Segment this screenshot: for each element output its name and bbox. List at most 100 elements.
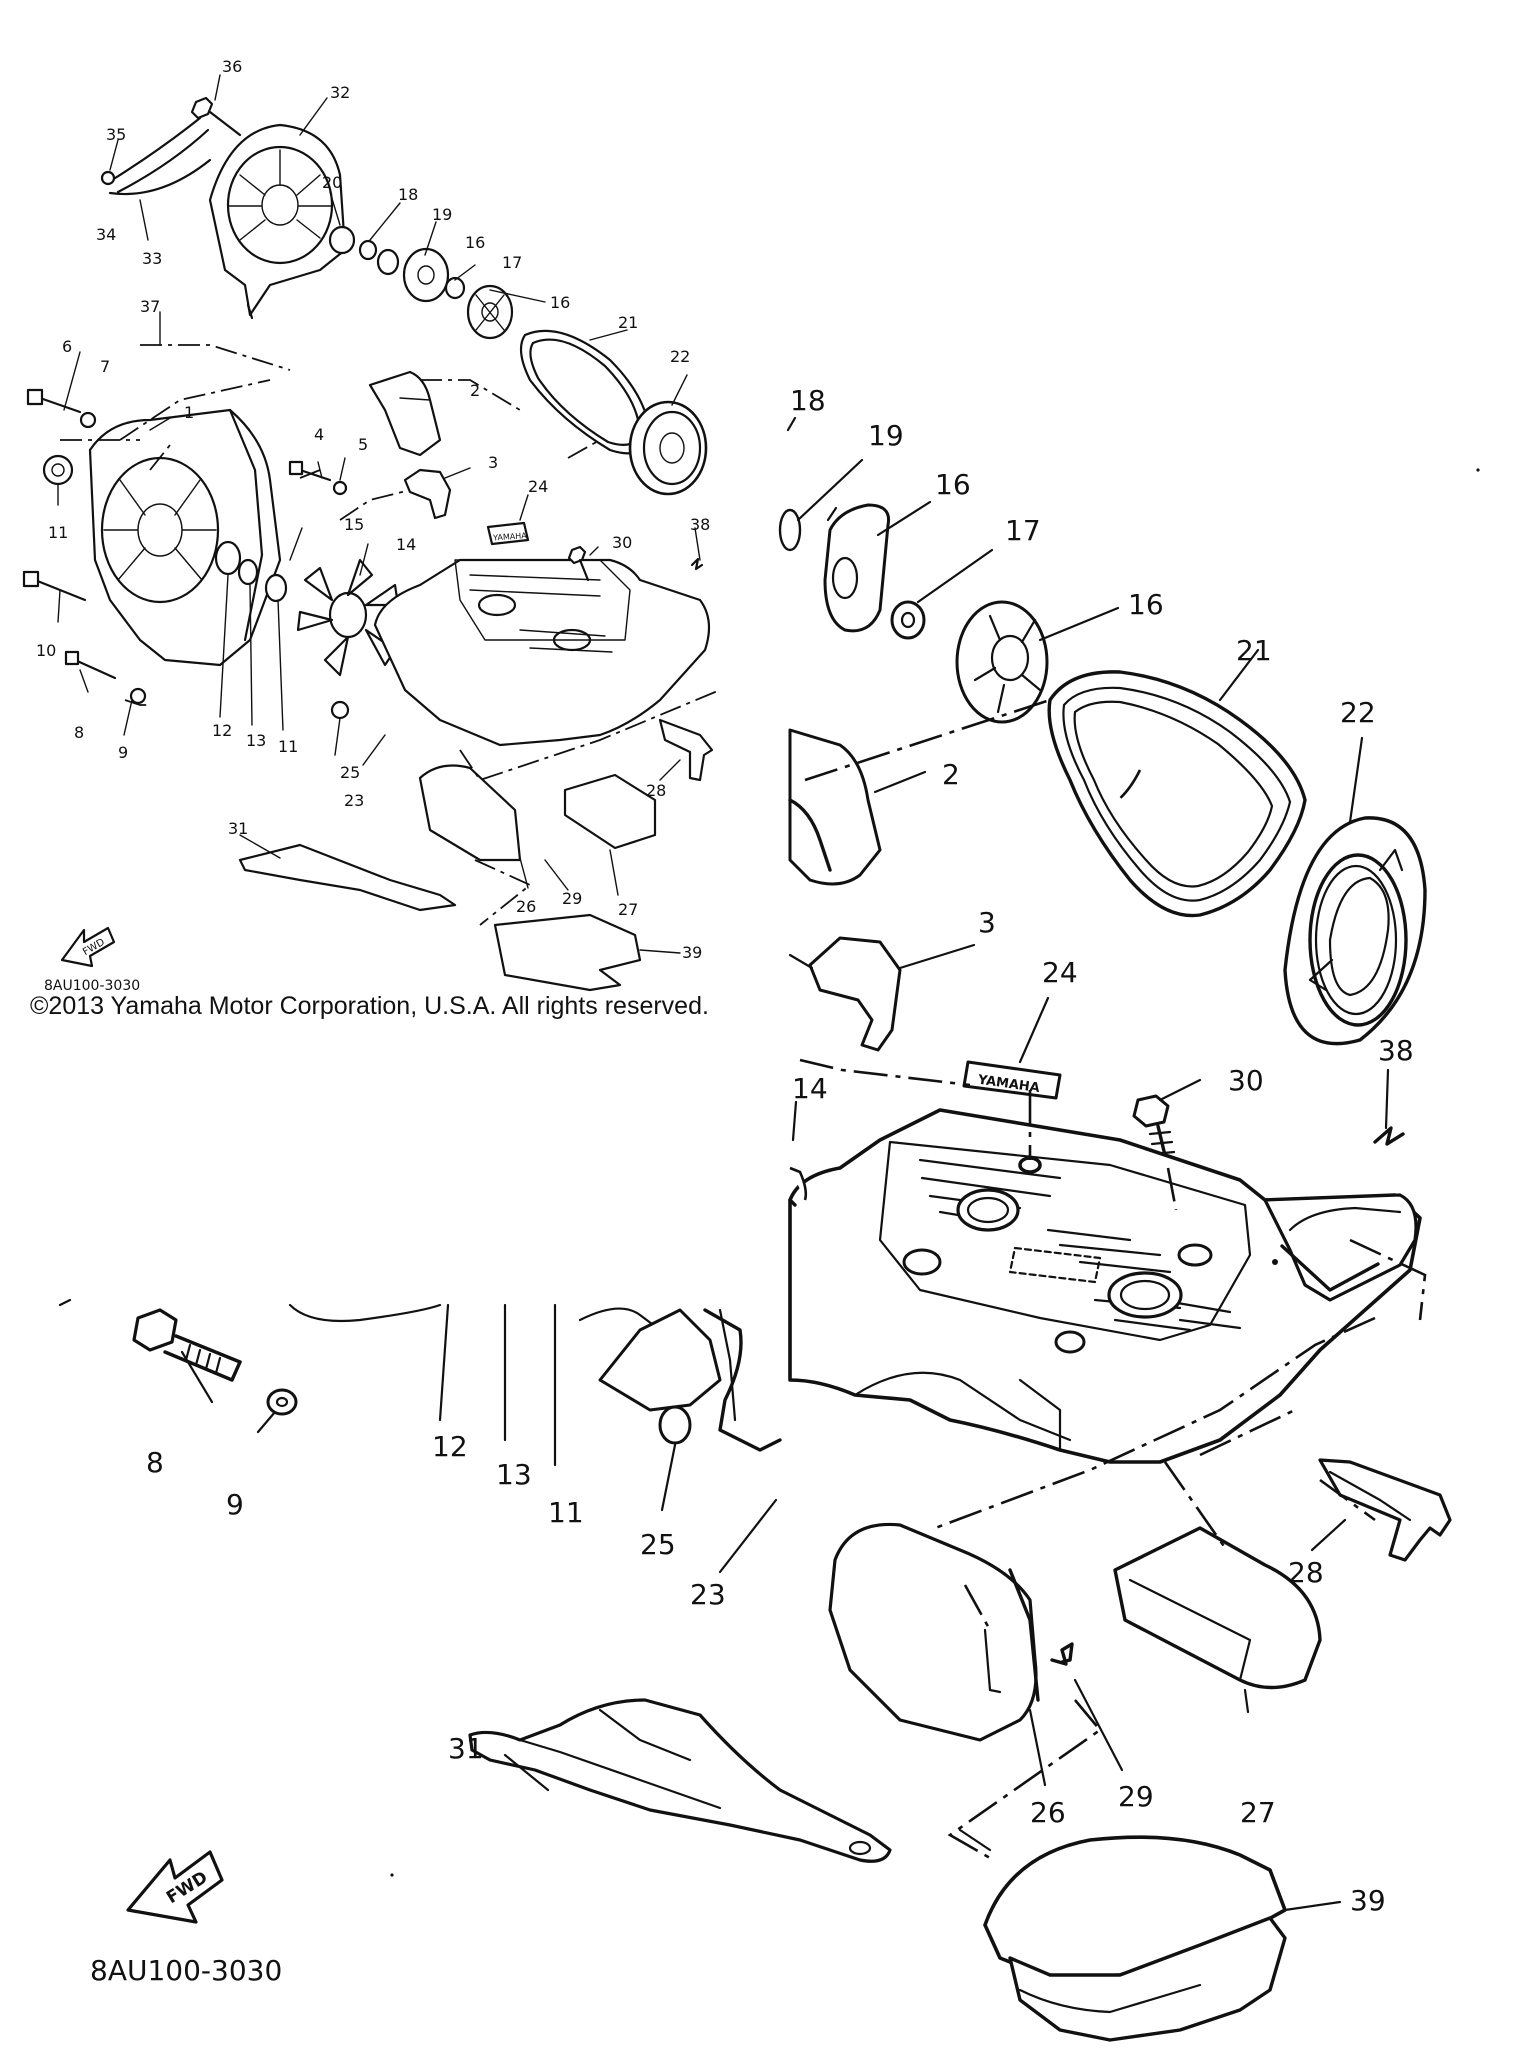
callout-34: 34: [96, 225, 116, 244]
bracket-28-large: [1318, 1458, 1452, 1562]
callout-31: 31: [228, 819, 248, 838]
fan-14-large-fragment: [789, 1166, 808, 1201]
callout-20: 20: [322, 173, 342, 192]
callout-6: 6: [62, 337, 72, 356]
clip-3-small: [403, 468, 452, 520]
bracket-28-small: [658, 718, 714, 782]
bracket-28-large-inner: [1328, 1470, 1412, 1522]
svg-text:YAMAHA: YAMAHA: [492, 531, 528, 542]
grommet-25-small: [330, 700, 350, 720]
callout-12: 12: [212, 721, 232, 740]
callout-37: 37: [140, 297, 160, 316]
duct-2-large: [788, 728, 882, 886]
bolt-30-small: [567, 545, 587, 565]
callout-13: 13: [246, 731, 266, 750]
callout-large-38: 38: [1378, 1034, 1414, 1067]
leader-lines-large: [180, 416, 1390, 1912]
decal-24-large: YAMAHA: [962, 1060, 1062, 1100]
callout-38: 38: [690, 515, 710, 534]
callout-large-27: 27: [1240, 1796, 1276, 1829]
callout-large-17: 17: [1005, 514, 1041, 547]
clip-38-large: [1373, 1126, 1405, 1146]
callout-5: 5: [358, 435, 368, 454]
decal-24-small: YAMAHA: [486, 521, 530, 546]
callout-large-26: 26: [1030, 1796, 1066, 1829]
plate-31-small: [238, 843, 457, 912]
callout-large-25: 25: [640, 1528, 676, 1561]
callout-21: 21: [618, 313, 638, 332]
callout-22: 22: [670, 347, 690, 366]
callout-16b: 16: [550, 293, 570, 312]
pulley-22-large: [1283, 816, 1427, 1046]
callout-32: 32: [330, 83, 350, 102]
callout-1: 1: [184, 403, 194, 422]
grommet-25-large: [658, 1405, 692, 1445]
callout-4: 4: [314, 425, 324, 444]
callout-28: 28: [646, 781, 666, 800]
callout-large-39: 39: [1350, 1884, 1386, 1917]
callout-large-28: 28: [1288, 1556, 1324, 1589]
duct-26-large-edge: [1008, 1568, 1040, 1702]
collars-small: [214, 540, 288, 603]
fragment-lower-left: [58, 1298, 782, 1452]
callout-11a: 11: [48, 523, 68, 542]
callout-large-29: 29: [1118, 1780, 1154, 1813]
callout-large-12: 12: [432, 1430, 468, 1463]
leader-lines-small: [57, 74, 721, 954]
duct-26-large: [828, 1522, 1038, 1742]
pad-27-small: [563, 773, 657, 850]
callout-16a: 16: [465, 233, 485, 252]
callout-11b: 11: [278, 737, 298, 756]
belt-21-large: [1047, 670, 1307, 918]
duct-26-small: [418, 764, 522, 862]
callout-large-22: 22: [1340, 696, 1376, 729]
fan-shroud-32-drawing: [208, 123, 347, 320]
callouts-small: 36 32 35 34 33 20 18 19 16 17 16 21 22 3…: [36, 57, 710, 962]
callout-26: 26: [516, 897, 536, 916]
callout-29: 29: [562, 889, 582, 908]
clip-3-large-edge: [788, 953, 814, 970]
callout-large-16b: 16: [1128, 588, 1164, 621]
pulley-22-small: [628, 400, 708, 496]
callout-large-24: 24: [1042, 956, 1078, 989]
clip-3-large: [808, 936, 902, 1052]
callout-25: 25: [340, 763, 360, 782]
duct-2-small: [368, 370, 442, 457]
callout-24: 24: [528, 477, 548, 496]
pad-39-small: [493, 913, 642, 992]
callout-23: 23: [344, 791, 364, 810]
callout-large-2: 2: [942, 758, 960, 791]
washer-9-large: [266, 1388, 298, 1416]
speck: [390, 1873, 394, 1877]
clip-38-small: [690, 557, 704, 571]
callout-9: 9: [118, 743, 128, 762]
small-view: YAMAHA FWD 36 32 35 34 33 20 18 19 16 17: [22, 57, 721, 994]
clip-29-large: [1050, 1642, 1074, 1666]
diagram-code-large: 8AU100-3030: [90, 1954, 282, 1987]
pad-27-large-face: [1123, 1578, 1252, 1682]
fwd-arrow-small: FWD: [60, 926, 116, 968]
callout-14: 14: [396, 535, 416, 554]
callout-3: 3: [488, 453, 498, 472]
duct-26-large-inner: [983, 1628, 1002, 1694]
cover-23-large: [788, 1108, 1422, 1464]
callout-large-8: 8: [146, 1446, 164, 1479]
plate-31-large: [468, 1698, 892, 1863]
duct-2-large-edge: [788, 798, 832, 872]
bolt-30-small-shank: [578, 558, 590, 582]
callout-large-3: 3: [978, 906, 996, 939]
callout-15: 15: [344, 515, 364, 534]
speck: [1476, 468, 1480, 472]
bolt-8-large: [132, 1308, 242, 1382]
callout-39: 39: [682, 943, 702, 962]
fan-housing-1-drawing: [88, 408, 282, 667]
callouts-large: 18 19 16 17 16 21 22 2 3 24 30 38 14 8 9…: [146, 384, 1414, 1917]
callout-7: 7: [100, 357, 110, 376]
callout-large-13: 13: [496, 1458, 532, 1491]
pulley-stack-large: [778, 503, 1049, 724]
bolts-small: [22, 388, 348, 705]
callout-19: 19: [432, 205, 452, 224]
callout-33: 33: [142, 249, 162, 268]
pad-27-large: [1113, 1526, 1322, 1690]
